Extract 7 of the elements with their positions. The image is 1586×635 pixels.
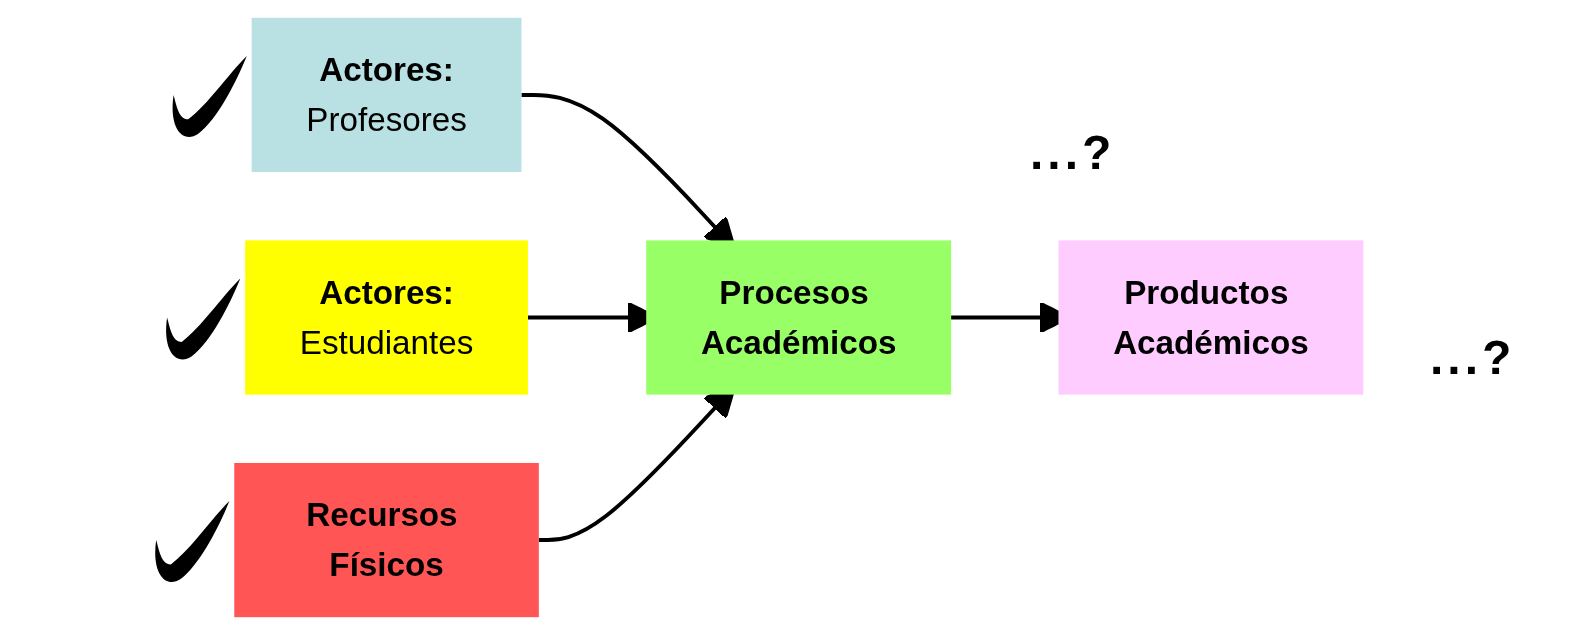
process-box: Actores: Profesores [251, 17, 522, 173]
process-box: Productos Académicos [1058, 240, 1364, 395]
annotation-text: ...? [1030, 125, 1116, 180]
process-box: Actores: Estudiantes [245, 240, 528, 395]
process-box: Procesos Académicos [646, 240, 952, 395]
annotation-text: ...? [1430, 330, 1516, 385]
process-box: Recursos Físicos [234, 462, 539, 618]
